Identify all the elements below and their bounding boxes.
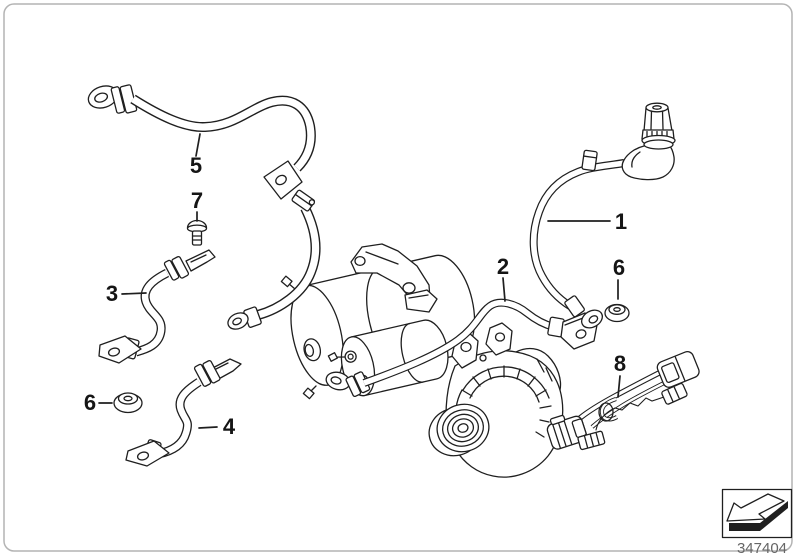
leader-line-5 xyxy=(195,133,201,157)
leader-line-3 xyxy=(121,292,147,295)
starter-motor-drawing xyxy=(280,243,476,400)
callout-8[interactable]: 8 xyxy=(614,351,626,376)
callout-6-right[interactable]: 6 xyxy=(613,255,625,280)
cable-part-5 xyxy=(87,84,321,330)
screw-part-7 xyxy=(186,219,208,246)
leader-line-2 xyxy=(502,277,506,302)
callout-5[interactable]: 5 xyxy=(190,153,202,178)
arrow-stamp-icon xyxy=(726,493,788,531)
leader-line-4 xyxy=(198,426,218,429)
cable-part-1 xyxy=(529,102,676,329)
callout-4[interactable]: 4 xyxy=(223,414,236,439)
alternator-drawing xyxy=(428,322,564,478)
cable-part-4 xyxy=(125,358,242,467)
callout-3[interactable]: 3 xyxy=(106,281,118,306)
callout-6-left[interactable]: 6 xyxy=(84,390,96,415)
callout-labels: 5 7 3 6 4 2 6 1 8 xyxy=(84,153,627,439)
leader-lines xyxy=(98,133,621,429)
wiring-harness-part-8 xyxy=(546,350,700,451)
grommet-part-6-right xyxy=(604,303,630,323)
diagram-border xyxy=(3,3,793,552)
grommet-part-6-left xyxy=(113,392,143,414)
part-number: 347404 xyxy=(737,540,787,557)
diagram-stamp[interactable]: 347404 xyxy=(721,488,793,558)
cable-part-3 xyxy=(98,249,216,364)
callout-7[interactable]: 7 xyxy=(191,188,203,213)
callout-1[interactable]: 1 xyxy=(615,209,627,234)
leader-line-8 xyxy=(617,375,621,398)
callout-2[interactable]: 2 xyxy=(497,254,509,279)
